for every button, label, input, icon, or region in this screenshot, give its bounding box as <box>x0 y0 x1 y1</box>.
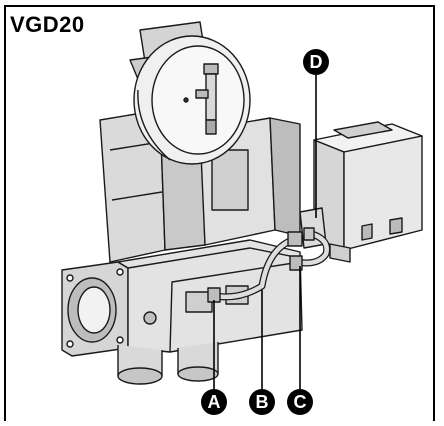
model-label: VGD20 <box>10 12 85 37</box>
pressure-tubes <box>213 230 331 301</box>
callout-a: A <box>201 389 227 415</box>
callout-b: B <box>249 389 275 415</box>
inlet-flange <box>61 261 129 357</box>
leader-lines <box>213 72 317 392</box>
control-box <box>313 121 423 263</box>
callout-d: D <box>303 49 329 75</box>
fittings <box>207 227 315 303</box>
bottom-cylinders <box>117 342 219 385</box>
diagram-frame <box>4 5 435 421</box>
actuator-housing <box>129 21 251 165</box>
callout-c: C <box>287 389 313 415</box>
callout-a-label: A <box>208 392 221 412</box>
callout-d-label: D <box>310 52 323 72</box>
callout-b-label: B <box>256 392 269 412</box>
callout-c-label: C <box>294 392 307 412</box>
